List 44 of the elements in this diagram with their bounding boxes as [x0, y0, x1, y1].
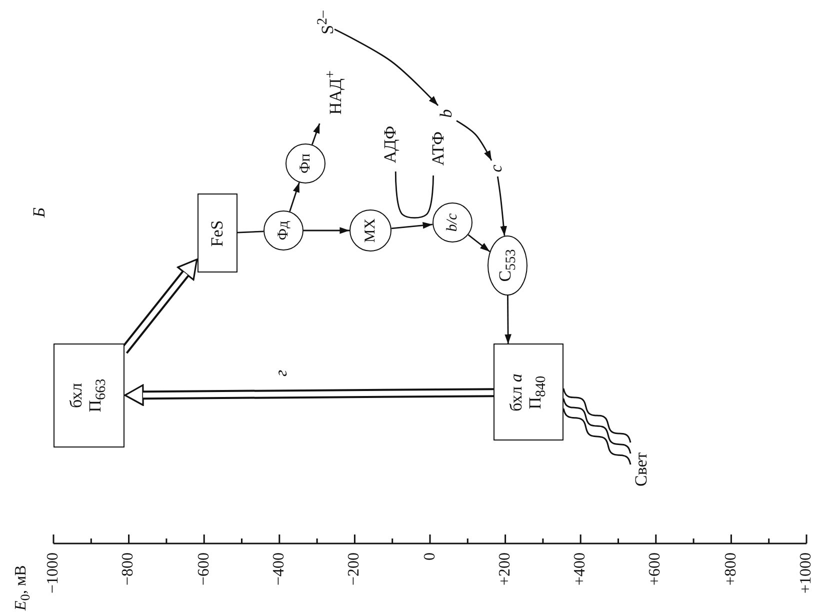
hollow-arrow [124, 384, 494, 406]
tick-label: +200 [496, 552, 514, 586]
species-label: АТФ [428, 121, 448, 175]
arrow [496, 176, 506, 236]
arrow [456, 120, 492, 160]
component-circle [349, 209, 391, 251]
node-label: b/c [444, 212, 460, 232]
arrow [303, 226, 349, 234]
arrow [467, 234, 490, 252]
tick-label: −600 [194, 552, 212, 586]
node-label: Фд [274, 220, 292, 240]
arrow [390, 221, 432, 229]
component-circle [263, 210, 303, 250]
arrow [288, 182, 300, 212]
node-label: FeS [208, 220, 226, 246]
connector-line [236, 230, 264, 233]
arrow [310, 122, 320, 144]
process-box [493, 344, 563, 440]
connector-line [394, 171, 434, 218]
component-ellipse [487, 235, 527, 295]
tick-label: −200 [345, 552, 363, 586]
tick-label: −400 [270, 552, 288, 586]
node-label: Фп [296, 153, 314, 173]
node-label: бхл [67, 382, 86, 408]
arrow [334, 28, 438, 106]
tick-label: +400 [571, 552, 589, 586]
arrow [504, 295, 511, 344]
tick-label: +1000 [797, 552, 815, 594]
process-box [52, 343, 124, 447]
tick-label: +800 [722, 552, 740, 586]
component-circle [432, 202, 472, 242]
node-label: бхл a [507, 373, 526, 411]
panel-letter: Б [30, 206, 49, 217]
species-label: b [436, 105, 456, 121]
species-label: АДФ [380, 117, 400, 171]
tick-label: 0 [420, 552, 438, 560]
tick-label: −800 [119, 552, 137, 586]
node-label: МХ [362, 218, 378, 242]
tick-label: +600 [646, 552, 664, 586]
tick-label: −1000 [44, 552, 62, 594]
process-box [197, 194, 237, 272]
light-label: Свет [632, 452, 651, 486]
component-circle [285, 143, 325, 183]
species-label: c [486, 160, 506, 176]
